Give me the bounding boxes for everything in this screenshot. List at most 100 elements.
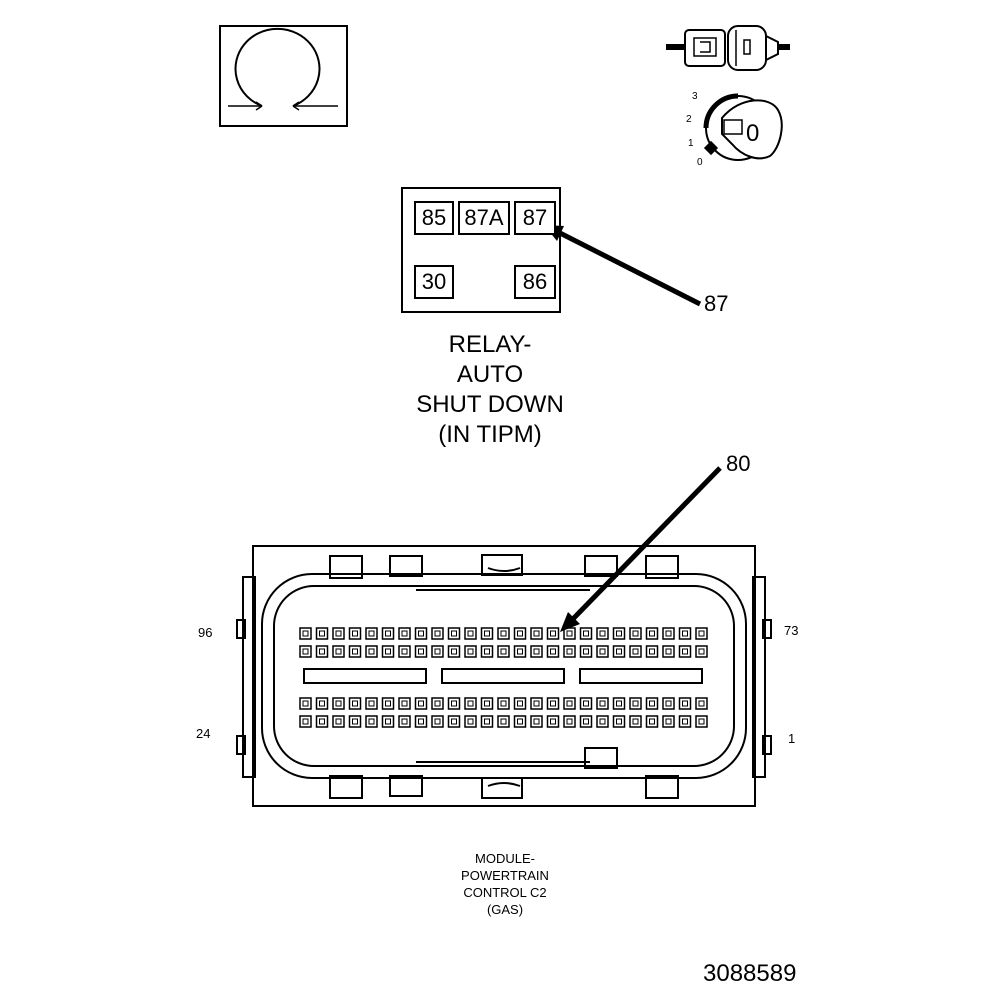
relay-terminal-30: 30 bbox=[414, 265, 454, 299]
pin-cavity-inner bbox=[352, 700, 358, 707]
pin-cavity bbox=[447, 627, 461, 640]
pin-cavity-inner bbox=[550, 630, 556, 637]
pin-cavity-inner bbox=[484, 718, 490, 725]
pin-cavity bbox=[414, 645, 428, 658]
pin-cavity bbox=[530, 715, 543, 728]
pin-cavity bbox=[546, 715, 560, 728]
pin-cavity bbox=[629, 627, 642, 640]
pin-cavity-inner bbox=[434, 718, 441, 725]
pin-cavity bbox=[695, 697, 708, 710]
pin-cavity-inner bbox=[566, 718, 573, 725]
pin-cavity bbox=[612, 715, 626, 728]
pin-cavity bbox=[662, 715, 675, 728]
pin-cavity-inner bbox=[335, 648, 342, 655]
pin-cavity-inner bbox=[698, 700, 705, 707]
relay-terminal-87: 87 bbox=[514, 201, 556, 235]
pin-cavity bbox=[431, 697, 444, 710]
pin-cavity-inner bbox=[616, 648, 622, 655]
pin-cavity-inner bbox=[434, 630, 441, 637]
pin-cavity bbox=[596, 627, 609, 640]
pin-cavity-inner bbox=[302, 630, 309, 637]
module-caption: MODULE- POWERTRAIN CONTROL C2 (GAS) bbox=[430, 850, 580, 918]
pin-cavity-inner bbox=[533, 648, 540, 655]
module-caption-line: CONTROL C2 bbox=[463, 885, 547, 900]
pin-cavity-inner bbox=[302, 700, 309, 707]
keying-slot bbox=[303, 668, 427, 684]
pin-cavity-inner bbox=[451, 648, 457, 655]
pin-cavity bbox=[464, 697, 477, 710]
pin-cavity-inner bbox=[368, 700, 375, 707]
pin-cavity-inner bbox=[698, 630, 705, 637]
ohm-symbol-icon bbox=[219, 25, 348, 127]
pin-cavity bbox=[629, 697, 642, 710]
pin-cavity-inner bbox=[517, 700, 523, 707]
pin-cavity-inner bbox=[616, 630, 622, 637]
pin-cavity-inner bbox=[550, 700, 556, 707]
pin-cavity bbox=[530, 697, 543, 710]
pin-cavity bbox=[612, 697, 626, 710]
figure-id: 3088589 bbox=[703, 960, 797, 987]
pin-cavity-inner bbox=[682, 648, 688, 655]
pin-cavity bbox=[431, 715, 444, 728]
pin-cavity bbox=[662, 645, 675, 658]
pin-cavity-inner bbox=[467, 718, 474, 725]
pin-cavity-inner bbox=[632, 630, 639, 637]
pin-cavity bbox=[563, 697, 576, 710]
pin-cavity bbox=[579, 715, 593, 728]
pin-cavity-inner bbox=[418, 718, 424, 725]
pin-cavity bbox=[513, 627, 527, 640]
pin-cavity-inner bbox=[566, 630, 573, 637]
pin-cavity bbox=[497, 645, 510, 658]
pin-cavity-inner bbox=[632, 718, 639, 725]
pin-cavity bbox=[431, 645, 444, 658]
pin-cavity-inner bbox=[682, 700, 688, 707]
pin-cavity bbox=[315, 645, 329, 658]
pin-cavity-inner bbox=[517, 648, 523, 655]
pin-cavity-inner bbox=[550, 718, 556, 725]
pin-cavity-inner bbox=[583, 700, 589, 707]
pin-cavity bbox=[662, 697, 675, 710]
pin-cavity-inner bbox=[665, 630, 672, 637]
pin-cavity bbox=[365, 645, 378, 658]
pin-cavity bbox=[596, 715, 609, 728]
pin-cavity bbox=[480, 715, 494, 728]
pin-cavity bbox=[332, 627, 345, 640]
pin-cavity bbox=[513, 645, 527, 658]
pin-cavity bbox=[645, 627, 659, 640]
pin-cavity bbox=[332, 715, 345, 728]
pin-cavity-inner bbox=[352, 648, 358, 655]
pin-cavity-inner bbox=[698, 718, 705, 725]
relay-terminal-86: 86 bbox=[514, 265, 556, 299]
pin-cavity-inner bbox=[649, 718, 655, 725]
pin-cavity bbox=[398, 645, 411, 658]
pin-cavity bbox=[299, 645, 312, 658]
pin-cavity bbox=[546, 697, 560, 710]
pin-cavity-inner bbox=[500, 630, 507, 637]
pin-cavity-inner bbox=[484, 700, 490, 707]
ignition-position-label: 0 bbox=[697, 157, 703, 168]
pin-cavity bbox=[678, 715, 692, 728]
pin-cavity bbox=[579, 627, 593, 640]
pin-number-24: 24 bbox=[196, 726, 211, 741]
pin-cavity bbox=[381, 645, 395, 658]
pin-cavity-inner bbox=[319, 648, 325, 655]
relay-terminal-85: 85 bbox=[414, 201, 454, 235]
pin-number-73: 73 bbox=[784, 623, 799, 638]
pin-cavity bbox=[414, 627, 428, 640]
module-callout-arrow bbox=[560, 466, 722, 632]
pin-cavity bbox=[629, 645, 642, 658]
pin-number-1: 1 bbox=[788, 731, 796, 746]
pin-cavity-inner bbox=[599, 718, 606, 725]
pin-cavity bbox=[299, 697, 312, 710]
pin-cavity bbox=[579, 697, 593, 710]
connector-disconnect-icon bbox=[666, 25, 790, 71]
pin-cavity-inner bbox=[533, 630, 540, 637]
pin-cavity-inner bbox=[517, 718, 523, 725]
pin-cavity bbox=[480, 645, 494, 658]
pin-cavity-inner bbox=[665, 648, 672, 655]
pin-cavity-inner bbox=[401, 630, 408, 637]
pin-cavity-inner bbox=[418, 648, 424, 655]
ignition-position-label: 1 bbox=[688, 138, 694, 149]
ignition-position-label: 3 bbox=[692, 91, 698, 102]
